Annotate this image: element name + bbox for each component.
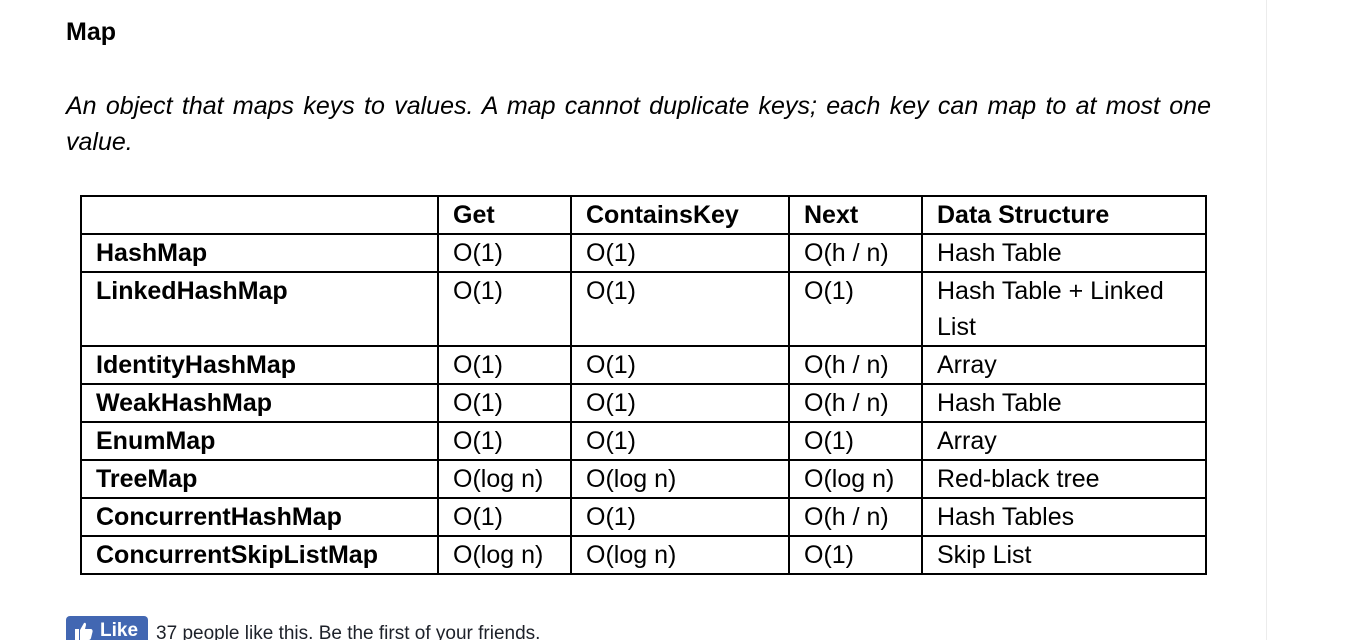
cell-data-structure: Array [921, 421, 1207, 461]
cell-get: O(1) [437, 383, 572, 423]
complexity-table: Get ContainsKey Next Data Structure Hash… [80, 195, 1207, 575]
header-get: Get [437, 195, 572, 235]
sidebar-divider [1266, 0, 1267, 640]
cell-containskey: O(1) [570, 271, 790, 347]
table-row: IdentityHashMap O(1) O(1) O(h / n) Array [80, 345, 1207, 385]
cell-containskey: O(1) [570, 421, 790, 461]
thumbs-up-icon [74, 621, 94, 640]
cell-containskey: O(1) [570, 497, 790, 537]
cell-containskey: O(log n) [570, 535, 790, 575]
cell-get: O(log n) [437, 535, 572, 575]
table-header-row: Get ContainsKey Next Data Structure [80, 195, 1207, 235]
cell-next: O(h / n) [788, 497, 923, 537]
cell-data-structure: Skip List [921, 535, 1207, 575]
cell-data-structure: Hash Table [921, 233, 1207, 273]
table-row: HashMap O(1) O(1) O(h / n) Hash Table [80, 233, 1207, 273]
cell-get: O(1) [437, 345, 572, 385]
section-description: An object that maps keys to values. A ma… [66, 92, 1211, 156]
header-containskey: ContainsKey [570, 195, 790, 235]
social-like-bar: Like 37 people like this. Be the first o… [66, 616, 540, 640]
row-name: HashMap [80, 233, 439, 273]
table-row: EnumMap O(1) O(1) O(1) Array [80, 421, 1207, 461]
like-button-label: Like [100, 620, 139, 640]
row-name: ConcurrentHashMap [80, 497, 439, 537]
cell-next: O(1) [788, 421, 923, 461]
table-row: LinkedHashMap O(1) O(1) O(1) Hash Table … [80, 271, 1207, 347]
article-content: Map An object that maps keys to values. … [66, 0, 1211, 575]
like-button[interactable]: Like [66, 616, 149, 640]
header-blank [80, 195, 439, 235]
table-row: WeakHashMap O(1) O(1) O(h / n) Hash Tabl… [80, 383, 1207, 423]
cell-next: O(1) [788, 535, 923, 575]
cell-containskey: O(1) [570, 383, 790, 423]
cell-next: O(log n) [788, 459, 923, 499]
cell-next: O(h / n) [788, 233, 923, 273]
row-name: EnumMap [80, 421, 439, 461]
section-title: Map [66, 18, 116, 46]
cell-containskey: O(1) [570, 233, 790, 273]
cell-get: O(1) [437, 271, 572, 347]
cell-data-structure: Array [921, 345, 1207, 385]
row-name: TreeMap [80, 459, 439, 499]
header-next: Next [788, 195, 923, 235]
cell-get: O(log n) [437, 459, 572, 499]
cell-containskey: O(1) [570, 345, 790, 385]
cell-data-structure: Hash Table + Linked List [921, 271, 1207, 347]
cell-get: O(1) [437, 497, 572, 537]
cell-data-structure: Hash Table [921, 383, 1207, 423]
cell-get: O(1) [437, 233, 572, 273]
cell-containskey: O(log n) [570, 459, 790, 499]
row-name: IdentityHashMap [80, 345, 439, 385]
header-data-structure: Data Structure [921, 195, 1207, 235]
cell-get: O(1) [437, 421, 572, 461]
table-row: ConcurrentSkipListMap O(log n) O(log n) … [80, 535, 1207, 575]
row-name: WeakHashMap [80, 383, 439, 423]
cell-next: O(1) [788, 271, 923, 347]
cell-next: O(h / n) [788, 383, 923, 423]
row-name: ConcurrentSkipListMap [80, 535, 439, 575]
cell-data-structure: Red-black tree [921, 459, 1207, 499]
row-name: LinkedHashMap [80, 271, 439, 347]
cell-next: O(h / n) [788, 345, 923, 385]
cell-data-structure: Hash Tables [921, 497, 1207, 537]
table-row: TreeMap O(log n) O(log n) O(log n) Red-b… [80, 459, 1207, 499]
table-row: ConcurrentHashMap O(1) O(1) O(h / n) Has… [80, 497, 1207, 537]
like-count-text: 37 people like this. Be the first of you… [156, 623, 541, 640]
